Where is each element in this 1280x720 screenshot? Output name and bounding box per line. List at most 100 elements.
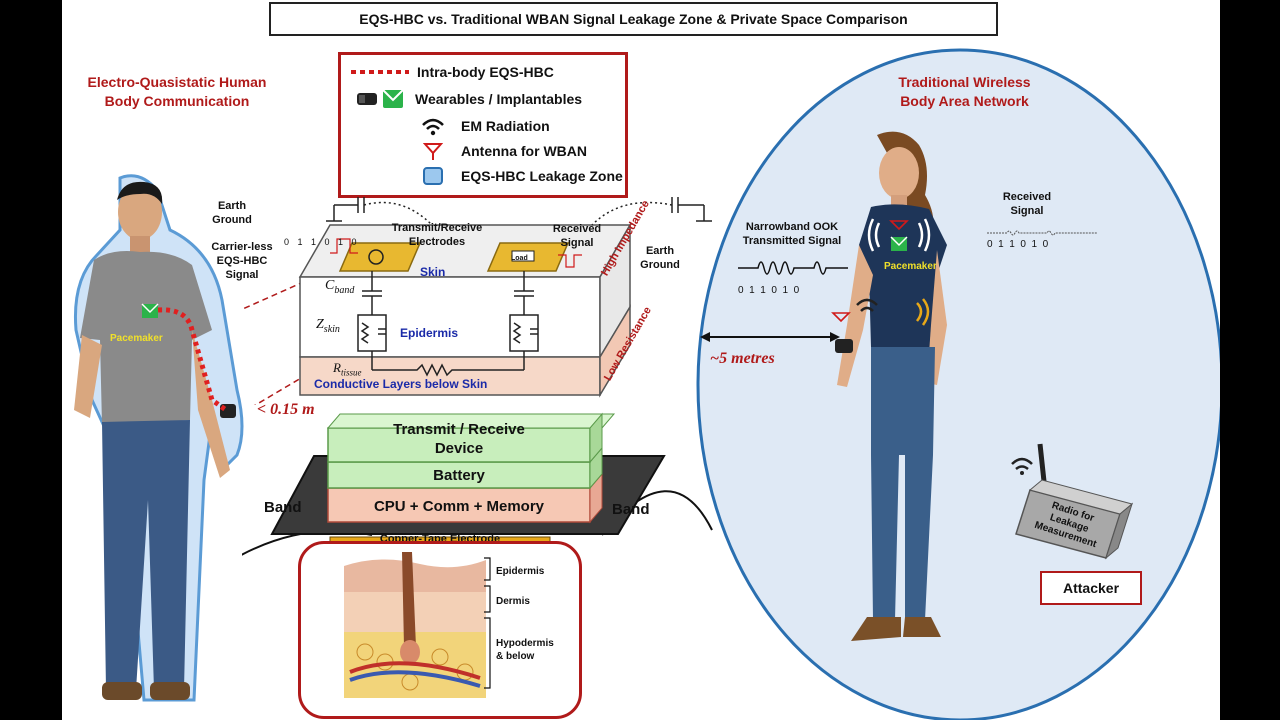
diagram-title: EQS-HBC vs. Traditional WBAN Signal Leak… [269, 2, 998, 36]
earth-ground-right: Earth Ground [635, 244, 685, 272]
left-person [74, 181, 236, 700]
device-top-line2: Device [434, 440, 484, 457]
z-skin-symbol: Z [316, 317, 324, 332]
narrowband-line1: Narrowband OOK [745, 221, 839, 233]
earth-ground-right-line2: Ground [640, 259, 680, 271]
radio-device [1011, 443, 1134, 560]
carrier-less-line3: Signal [225, 269, 259, 281]
distance-label-right: ~5 metres [710, 350, 775, 367]
pacemaker-label-left: Pacemaker [110, 333, 163, 344]
z-skin-sub: skin [323, 323, 340, 335]
right-heading-line2: Body Area Network [900, 93, 1029, 109]
r-tissue-sub: tissue [340, 367, 362, 378]
received-waveform [987, 230, 1097, 236]
received-wban-line2: Signal [1010, 205, 1044, 217]
c-band-symbol: C [325, 278, 335, 293]
received-label-wban: Received Signal [997, 190, 1057, 218]
electrode-left [338, 242, 422, 272]
antenna-icon [423, 143, 443, 160]
electrodes-line2: Electrodes [408, 236, 466, 248]
attacker-label: Attacker [1040, 571, 1142, 605]
diagram-canvas: EQS-HBC vs. Traditional WBAN Signal Leak… [62, 0, 1220, 720]
cpu-layer [327, 487, 591, 523]
right-heading: Traditional Wireless Body Area Network [862, 73, 1067, 111]
band-label-right: Band [612, 501, 650, 518]
cpu-label: CPU + Comm + Memory [373, 498, 545, 515]
carrier-less-line2: EQS-HBC [216, 255, 268, 267]
hypodermis-label: Hypodermis & below [496, 637, 554, 663]
skin-label: Skin [420, 265, 446, 279]
earth-ground-left-line1: Earth [217, 200, 247, 212]
wifi-radiation-icon [422, 118, 444, 136]
left-person-arm-left [74, 335, 102, 418]
circuit-diagram [242, 197, 712, 405]
source-icon [368, 249, 384, 265]
load-label: Load [511, 255, 528, 262]
narrowband-label: Narrowband OOK Transmitted Signal [732, 220, 852, 248]
skin-cross-section-image [344, 552, 486, 698]
ook-waveform [738, 261, 848, 275]
c-band-sub: band [334, 284, 355, 296]
left-heading: Electro-Quasistatic Human Body Communica… [82, 73, 272, 111]
r-tissue-symbol: R [333, 360, 341, 375]
received-signal-line1: Received [552, 223, 602, 235]
electrodes-line1: Transmit/Receive [391, 222, 483, 234]
right-person-shirt [859, 204, 947, 347]
dermis-label: Dermis [496, 596, 530, 607]
legend-label-em: EM Radiation [461, 118, 550, 134]
device-top-line1: Transmit / Receive [393, 421, 525, 438]
device-stack [242, 412, 713, 556]
epidermis-circuit-label: Epidermis [400, 326, 459, 340]
left-heading-line2: Body Communication [104, 93, 250, 109]
legend-item-eqs: Intra-body EQS-HBC [341, 60, 554, 84]
bits-rx: 0 1 1 0 1 0 [987, 239, 1049, 250]
left-heading-line1: Electro-Quasistatic Human [87, 74, 267, 90]
r-tissue-label: Rtissue [333, 360, 361, 378]
z-skin-label: Zskin [316, 317, 340, 335]
leakage-zone-icon [423, 167, 443, 185]
epidermis-label: Epidermis [496, 566, 545, 577]
distance-label-left: < 0.15 m [257, 401, 315, 418]
battery-label: Battery [433, 467, 485, 484]
legend-label-leakage: EQS-HBC Leakage Zone [461, 168, 623, 184]
skin-layer-brackets [484, 557, 491, 689]
earth-ground-left: Earth Ground [207, 199, 257, 227]
legend-label-eqs: Intra-body EQS-HBC [417, 64, 554, 80]
right-person-jeans [871, 347, 935, 620]
bits-tx: 0 1 1 0 1 0 [738, 285, 800, 296]
dotted-red-line-icon [351, 70, 409, 74]
device-top-label: Transmit / Receive Device [328, 420, 590, 458]
legend-item-em: EM Radiation [341, 114, 550, 138]
right-heading-line1: Traditional Wireless [898, 74, 1031, 90]
earth-ground-left-line2: Ground [212, 214, 252, 226]
transceiver-layer [327, 427, 591, 463]
legend-item-leakage: EQS-HBC Leakage Zone [341, 164, 623, 188]
narrowband-line2: Transmitted Signal [742, 235, 842, 247]
hypodermis-line1: Hypodermis [496, 638, 554, 649]
intra-body-signal-path [157, 307, 228, 413]
wrist-wearable-right [835, 339, 853, 353]
wearable-device-icon [357, 89, 404, 108]
c-band-label: Cband [325, 278, 354, 296]
right-person-head [879, 147, 919, 199]
distance-arrow [700, 332, 840, 342]
left-person-jeans [102, 420, 190, 690]
legend-item-antenna: Antenna for WBAN [341, 139, 587, 163]
legend-label-wearables: Wearables / Implantables [415, 91, 583, 107]
received-signal-label: Received Signal [547, 222, 607, 250]
bits-left: 0 1 1 0 1 0 [284, 237, 360, 247]
band-label-left: Band [264, 499, 302, 516]
antenna-icon-wrist [831, 312, 851, 323]
legend: Intra-body EQS-HBC Wearables / Implantab… [338, 52, 628, 198]
carrier-less-label: Carrier-less EQS-HBC Signal [202, 240, 282, 282]
electrodes-label: Transmit/Receive Electrodes [382, 221, 492, 249]
pacemaker-label-right: Pacemaker [884, 261, 937, 272]
carrier-less-line1: Carrier-less [211, 241, 273, 253]
legend-item-wearables: Wearables / Implantables [341, 87, 582, 111]
earth-ground-right-line1: Earth [645, 245, 675, 257]
conductive-layers-label: Conductive Layers below Skin [314, 377, 488, 391]
legend-label-antenna: Antenna for WBAN [461, 143, 587, 159]
left-person-hair [117, 181, 163, 204]
received-wban-line1: Received [1002, 191, 1052, 203]
left-person-head [118, 184, 162, 240]
